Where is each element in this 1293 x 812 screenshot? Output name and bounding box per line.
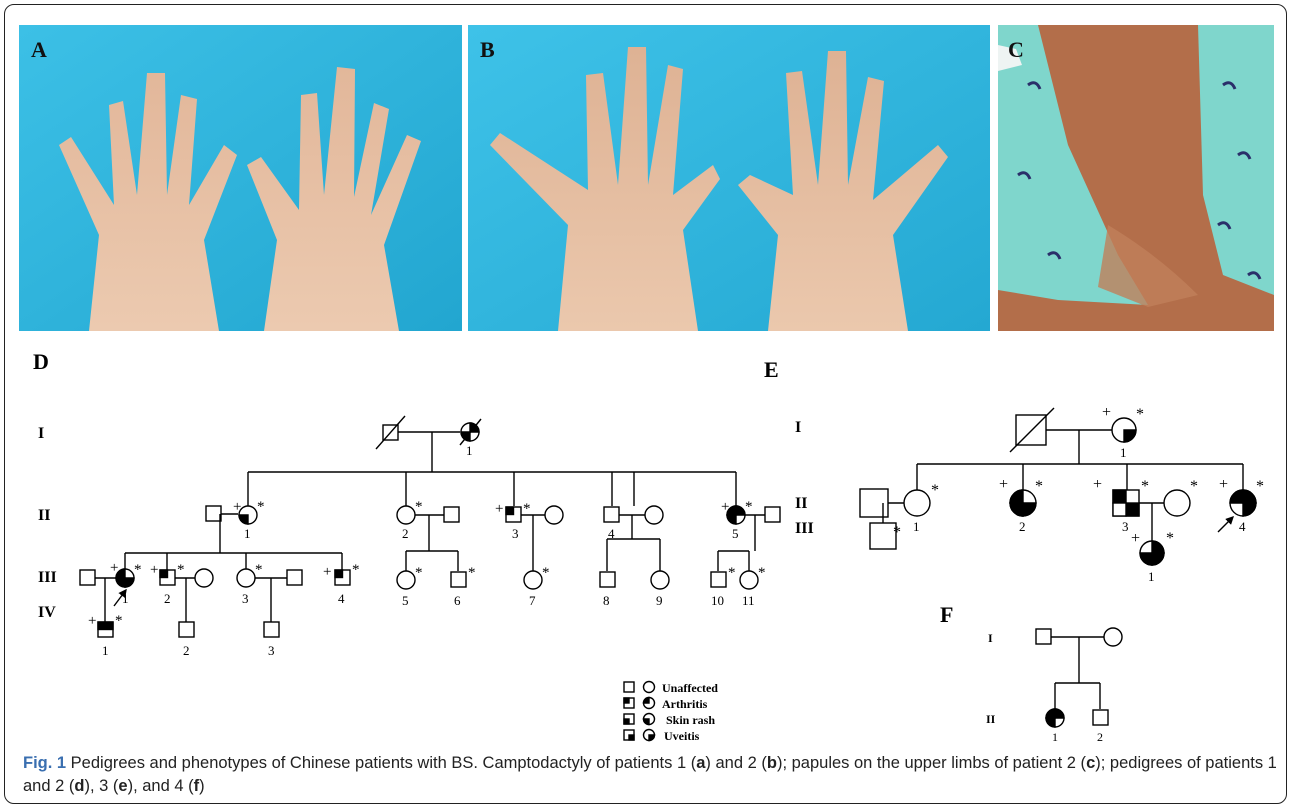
d-individual-number: 1 [122,591,129,606]
d-individual-number: 11 [742,593,755,608]
d-gen-label: I [38,425,44,442]
d-plus-mark: + [323,564,331,580]
d-individual-number: 3 [242,591,249,606]
e-star-mark: * [931,482,939,499]
e-individual-number: 1 [1120,445,1127,460]
d-gen-label: II [38,507,50,524]
d-individual-number: 5 [402,593,409,608]
e-star-mark: * [1035,478,1043,495]
d-star-mark: * [415,499,423,515]
d-plus-mark: + [150,562,158,578]
legend-skin-rash: Skin rash [666,713,715,727]
f-individual-number: 2 [1097,730,1103,744]
d-individual-number: 2 [402,526,409,541]
legend-arthritis: Arthritis [662,697,708,711]
d-individual-number: 5 [732,526,739,541]
d-plus-mark: + [495,501,503,517]
e-plus-mark: + [1093,476,1102,493]
d-individual-number: 1 [244,526,251,541]
caption-label: Fig. 1 [23,754,66,772]
d-individual-number: 10 [711,593,724,608]
panel-label-e: E [764,357,779,382]
caption-text: Pedigrees and phenotypes of Chinese pati… [66,754,696,772]
d-plus-mark: + [233,499,241,515]
pedigree-diagrams: D E F I II III IV 1 1 2 3 4 5 1 2 3 4 5 … [5,5,1288,745]
e-gen-label: I [795,419,801,436]
legend-unaffected: Unaffected [662,681,718,695]
d-star-mark: * [758,565,766,581]
caption-text: ), 3 ( [84,777,118,795]
d-individual-number: 2 [164,591,171,606]
e-star-mark: * [1256,478,1264,495]
caption-key: c [1086,754,1095,772]
d-individual-number: 6 [454,593,461,608]
e-individual-number: 1 [913,519,920,534]
d-star-mark: * [177,562,185,578]
d-individual-number: 3 [512,526,519,541]
d-star-mark: * [728,565,736,581]
caption-key: e [118,777,127,795]
caption-text: ) [199,777,205,795]
e-plus-mark: + [1102,404,1111,421]
d-star-mark: * [468,565,476,581]
legend-uveitis: Uveitis [664,729,700,743]
d-gen-label: IV [38,604,56,621]
e-individual-number: 4 [1239,519,1246,534]
e-plus-mark: + [1219,476,1228,493]
f-individual-number: 1 [1052,730,1058,744]
figure-frame: A B [4,4,1287,804]
e-individual-number: 3 [1122,519,1129,534]
e-gen-label: III [795,520,814,537]
e-individual-number: 2 [1019,519,1026,534]
d-individual-number: 4 [608,526,615,541]
d-individual-number: 9 [656,593,663,608]
d-star-mark: * [352,562,360,578]
d-plus-mark: + [721,499,729,515]
d-star-mark: * [523,501,531,517]
d-individual-number: 3 [268,643,275,658]
d-star-mark: * [134,562,142,578]
d-individual-number: 1 [466,443,473,458]
e-plus-mark: + [999,476,1008,493]
caption-text: ) and 2 ( [705,754,766,772]
e-star-mark: * [893,524,901,541]
caption-text: ); papules on the upper limbs of patient… [777,754,1086,772]
caption-key: d [74,777,84,795]
caption-text: ), and 4 ( [128,777,194,795]
e-gen-label: II [795,495,807,512]
e-star-mark: * [1166,530,1174,547]
d-plus-mark: + [88,613,96,629]
e-star-mark: * [1136,406,1144,423]
caption-key: b [767,754,777,772]
f-gen-label: I [988,631,993,645]
d-star-mark: * [415,565,423,581]
figure-caption: Fig. 1 Pedigrees and phenotypes of Chine… [23,752,1278,798]
e-plus-mark: + [1131,530,1140,547]
e-individual-number: 1 [1148,569,1155,584]
panel-label-f: F [940,602,953,627]
f-gen-label: II [986,712,996,726]
e-star-mark: * [1141,478,1149,495]
d-star-mark: * [745,499,753,515]
d-star-mark: * [257,499,265,515]
d-individual-number: 4 [338,591,345,606]
e-star-mark: * [1190,478,1198,495]
d-gen-label: III [38,569,57,586]
d-individual-number: 8 [603,593,610,608]
d-individual-number: 2 [183,643,190,658]
d-individual-number: 1 [102,643,109,658]
d-star-mark: * [115,613,123,629]
d-individual-number: 7 [529,593,536,608]
d-star-mark: * [255,562,263,578]
d-star-mark: * [542,565,550,581]
d-plus-mark: + [110,560,118,576]
panel-label-d: D [33,349,49,374]
